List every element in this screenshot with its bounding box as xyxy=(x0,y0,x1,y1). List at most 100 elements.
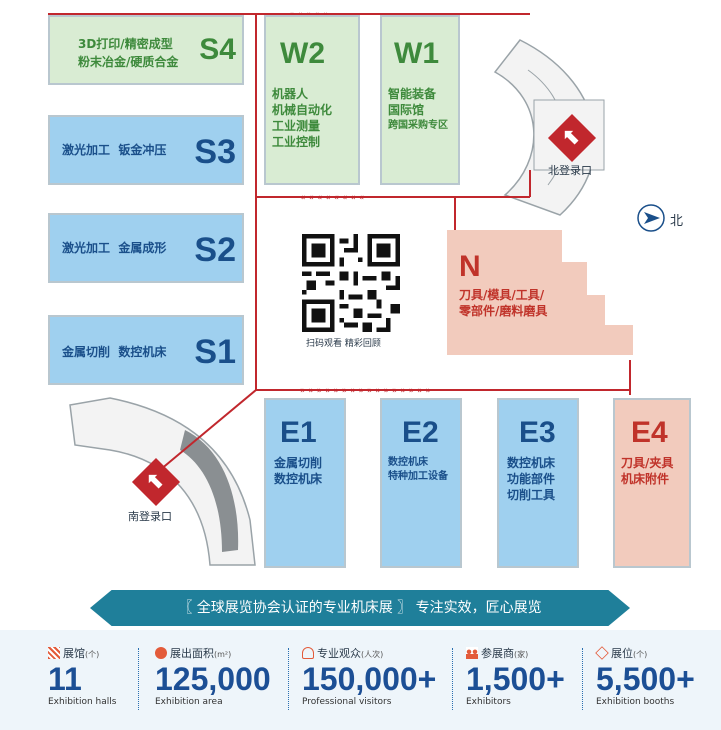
hall-s2-desc: 激光加工 金属成形 xyxy=(62,241,167,255)
hall-w1-line3: 跨国采购专区 xyxy=(388,120,448,131)
stat-halls-en: Exhibition halls xyxy=(48,697,117,707)
hall-s3[interactable]: 激光加工 钣金冲压 S3 xyxy=(48,115,244,185)
slogan-part2: 专注实效，匠心展览 xyxy=(415,600,542,616)
site-outline-layer: » » » » » « « « « « « « « » » » » » » » … xyxy=(48,10,631,566)
hall-s3-code: S3 xyxy=(194,133,236,171)
hall-e3-line1: 数控机床 xyxy=(507,456,556,470)
hall-s3-desc: 激光加工 钣金冲压 xyxy=(62,143,167,157)
hall-s1-code: S1 xyxy=(194,333,236,371)
hall-w2-code: W2 xyxy=(280,37,325,70)
hall-w2-line3: 工业测量 xyxy=(272,119,321,133)
stat-area: 展出面积(m²) 125,000 Exhibition area xyxy=(155,645,271,707)
south-entrance[interactable]: ⬉ xyxy=(131,457,181,507)
hall-n-line1: 刀具/模具/工具/ xyxy=(459,288,545,302)
hall-e2[interactable]: E2 数控机床 特种加工设备 xyxy=(380,398,462,568)
slogan-text: 〖 全球展览协会认证的专业机床展 〗 专注实效，匠心展览 xyxy=(90,590,630,626)
svg-text:» » » » » » » » » » » » » » »: » » » » » » » » » » » » » » » » xyxy=(300,386,431,396)
stat-exhibitors: 参展商(家) 1,500+ Exhibitors xyxy=(466,645,565,707)
hall-s4-code: S4 xyxy=(199,33,236,66)
stat-divider xyxy=(138,648,139,710)
area-icon xyxy=(155,647,167,659)
hall-e3-code: E3 xyxy=(519,416,556,449)
hall-e2-code: E2 xyxy=(402,416,439,449)
hall-s4-line1: 3D打印/精密成型 xyxy=(78,37,173,51)
hall-n-line2: 零部件/磨料磨具 xyxy=(459,304,548,318)
stat-area-value: 125,000 xyxy=(155,661,271,697)
stat-divider xyxy=(288,648,289,710)
stats-background xyxy=(0,630,721,730)
hall-e1-code: E1 xyxy=(280,416,317,449)
visitors-icon xyxy=(302,647,314,659)
stat-halls-value: 11 xyxy=(48,661,82,697)
stat-booths-cn: 展位 xyxy=(611,647,633,660)
north-entrance-arrow-icon: ⬉ xyxy=(562,125,582,150)
hall-e3[interactable]: E3 数控机床 功能部件 切削工具 xyxy=(497,398,579,568)
north-entrance[interactable]: ⬉ xyxy=(547,113,597,163)
stat-booths-en: Exhibition booths xyxy=(596,697,675,707)
booths-icon xyxy=(595,646,609,660)
hall-s1-desc: 金属切削 数控机床 xyxy=(62,345,167,359)
hall-n-code: N xyxy=(459,250,481,283)
hall-e3-line2: 功能部件 xyxy=(507,472,556,486)
stat-visitors: 专业观众(人次) 150,000+ Professional visitors xyxy=(302,645,436,707)
stat-area-unit: (m²) xyxy=(214,650,232,659)
hall-w1-code: W1 xyxy=(394,37,439,70)
stat-halls-unit: (个) xyxy=(85,650,100,659)
stat-halls-cn: 展馆 xyxy=(63,647,85,660)
hall-w1-line2: 国际馆 xyxy=(388,103,425,117)
hall-e1-line2: 数控机床 xyxy=(274,472,323,486)
compass-label: 北 xyxy=(670,214,684,229)
hall-e1-line1: 金属切削 xyxy=(274,456,323,470)
svg-text:« « « « « « « «: « « « « « « « « xyxy=(300,193,364,203)
hall-w2-line2: 机械自动化 xyxy=(272,103,333,117)
hall-w2-line4: 工业控制 xyxy=(272,135,321,149)
hall-w2[interactable]: W2 机器人 机械自动化 工业测量 工业控制 xyxy=(264,15,360,185)
stat-visitors-cn: 专业观众 xyxy=(317,647,361,660)
hall-n-shape xyxy=(447,230,633,355)
stat-divider xyxy=(582,648,583,710)
route-lines xyxy=(48,13,631,471)
hall-e1[interactable]: E1 金属切削 数控机床 xyxy=(264,398,346,568)
hall-n[interactable]: N 刀具/模具/工具/ 零部件/磨料磨具 xyxy=(447,230,633,355)
hall-w2-line1: 机器人 xyxy=(272,87,309,101)
stat-visitors-value: 150,000+ xyxy=(302,661,437,697)
compass-icon xyxy=(637,204,665,232)
exhibitors-icon xyxy=(466,647,478,659)
hall-s4[interactable]: 3D打印/精密成型 粉末冶金/硬质合金 S4 xyxy=(48,15,244,85)
north-entrance-label: 北登录口 xyxy=(548,164,592,177)
hall-s4-line2: 粉末冶金/硬质合金 xyxy=(78,55,179,69)
stat-halls: 展馆(个) 11 Exhibition halls xyxy=(48,645,116,707)
stat-visitors-en: Professional visitors xyxy=(302,697,392,707)
halls-icon xyxy=(48,647,60,659)
qr-code[interactable] xyxy=(302,234,400,332)
stat-divider xyxy=(452,648,453,710)
hall-s2-code: S2 xyxy=(194,231,236,269)
stat-exhibitors-cn: 参展商 xyxy=(481,647,514,660)
hall-e2-line1: 数控机床 xyxy=(388,457,428,468)
hall-e4-code: E4 xyxy=(631,416,668,449)
stat-visitors-unit: (人次) xyxy=(361,650,384,659)
hall-e4-line2: 机床附件 xyxy=(621,472,670,486)
hall-w1[interactable]: W1 智能装备 国际馆 跨国采购专区 xyxy=(380,15,460,185)
stat-exhibitors-unit: (家) xyxy=(514,650,529,659)
hall-e2-line2: 特种加工设备 xyxy=(388,471,448,482)
hall-e4[interactable]: E4 刀具/夹具 机床附件 xyxy=(613,398,691,568)
slogan-part1: 〖 全球展览协会认证的专业机床展 〗 xyxy=(178,600,412,616)
stat-booths: 展位(个) 5,500+ Exhibition booths xyxy=(595,645,695,707)
qr-caption: 扫码观看 精彩回顾 xyxy=(306,339,381,349)
south-entrance-label: 南登录口 xyxy=(128,510,172,523)
hall-w1-line1: 智能装备 xyxy=(388,87,437,101)
hall-e4-line1: 刀具/夹具 xyxy=(621,456,674,470)
hall-e3-line3: 切削工具 xyxy=(507,488,556,502)
slogan-banner: 〖 全球展览协会认证的专业机床展 〗 专注实效，匠心展览 xyxy=(90,590,630,626)
south-entrance-arrow-icon: ⬉ xyxy=(146,469,166,494)
hall-s2[interactable]: 激光加工 金属成形 S2 xyxy=(48,213,244,283)
stat-booths-value: 5,500+ xyxy=(596,661,695,697)
stat-exhibitors-value: 1,500+ xyxy=(466,661,565,697)
stat-exhibitors-en: Exhibitors xyxy=(466,697,511,707)
stat-area-cn: 展出面积 xyxy=(170,647,214,660)
stat-booths-unit: (个) xyxy=(633,650,648,659)
south-curved-building xyxy=(69,397,256,566)
stat-area-en: Exhibition area xyxy=(155,697,223,707)
hall-s1[interactable]: 金属切削 数控机床 S1 xyxy=(48,315,244,385)
